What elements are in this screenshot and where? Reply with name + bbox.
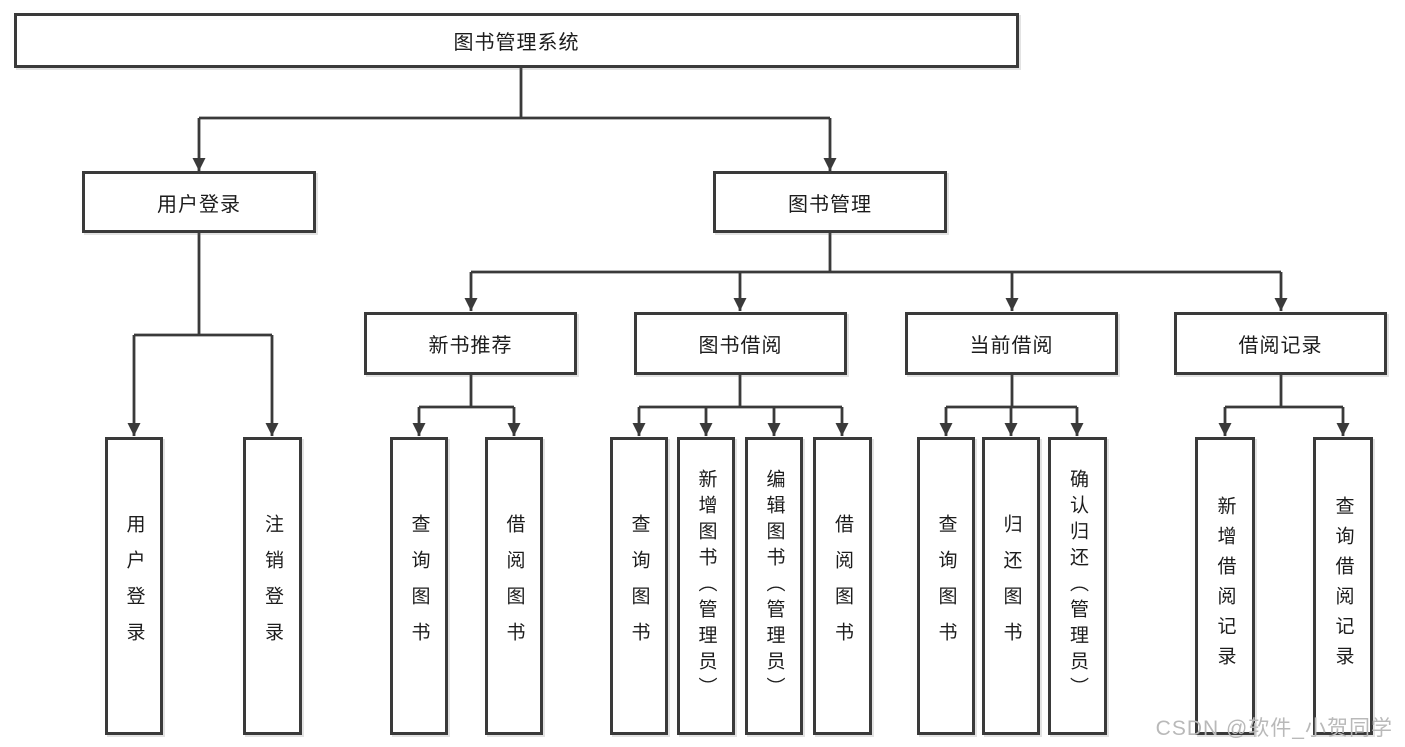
- leaf-add-book-admin-label: 新增图书（管理员）: [695, 469, 717, 703]
- leaf-edit-book-admin: 编辑图书（管理员）: [745, 437, 803, 735]
- leaf-user-login-label: 用户登录: [123, 514, 145, 658]
- leaf-query-borrow-record: 查询借阅记录: [1313, 437, 1373, 735]
- leaf-add-borrow-record: 新增借阅记录: [1195, 437, 1255, 735]
- node-book-borrow-label: 图书借阅: [698, 335, 783, 357]
- leaf-logout: 注销登录: [243, 437, 302, 735]
- node-root: 图书管理系统: [14, 13, 1019, 68]
- node-book-mgmt-label: 图书管理: [788, 193, 872, 216]
- leaf-current-query-book: 查询图书: [917, 437, 975, 735]
- leaf-recommend-query-book-label: 查询图书: [408, 514, 430, 658]
- leaf-borrow-book-label: 借阅图书: [832, 514, 853, 658]
- leaf-current-query-book-label: 查询图书: [935, 514, 957, 658]
- leaf-query-borrow-record-label: 查询借阅记录: [1332, 496, 1354, 676]
- leaf-recommend-query-book: 查询图书: [390, 437, 448, 735]
- leaf-borrow-query-book-label: 查询图书: [628, 514, 650, 658]
- watermark-text: CSDN @软件_小贺同学: [1155, 717, 1393, 740]
- leaf-user-login: 用户登录: [105, 437, 163, 735]
- node-borrow-records: 借阅记录: [1174, 312, 1387, 375]
- leaf-borrow-book: 借阅图书: [813, 437, 872, 735]
- leaf-recommend-borrow-book-label: 借阅图书: [503, 514, 525, 658]
- node-current-borrow-label: 当前借阅: [969, 335, 1054, 357]
- leaf-confirm-return-admin: 确认归还（管理员）: [1048, 437, 1107, 735]
- leaf-return-book-label: 归还图书: [1000, 514, 1022, 658]
- leaf-recommend-borrow-book: 借阅图书: [485, 437, 543, 735]
- leaf-logout-label: 注销登录: [262, 514, 283, 658]
- node-new-book-recommend: 新书推荐: [364, 312, 577, 375]
- leaf-add-borrow-record-label: 新增借阅记录: [1214, 496, 1236, 676]
- node-user-login-label: 用户登录: [157, 193, 241, 216]
- leaf-borrow-query-book: 查询图书: [610, 437, 668, 735]
- node-book-mgmt: 图书管理: [713, 171, 947, 233]
- node-current-borrow: 当前借阅: [905, 312, 1118, 375]
- node-new-book-recommend-label: 新书推荐: [428, 335, 513, 357]
- leaf-add-book-admin: 新增图书（管理员）: [677, 437, 735, 735]
- node-user-login: 用户登录: [82, 171, 316, 233]
- leaf-edit-book-admin-label: 编辑图书（管理员）: [763, 469, 785, 703]
- node-book-borrow: 图书借阅: [634, 312, 847, 375]
- leaf-return-book: 归还图书: [982, 437, 1040, 735]
- node-root-label: 图书管理系统: [453, 32, 580, 54]
- node-borrow-records-label: 借阅记录: [1238, 335, 1323, 357]
- leaf-confirm-return-admin-label: 确认归还（管理员）: [1067, 469, 1088, 703]
